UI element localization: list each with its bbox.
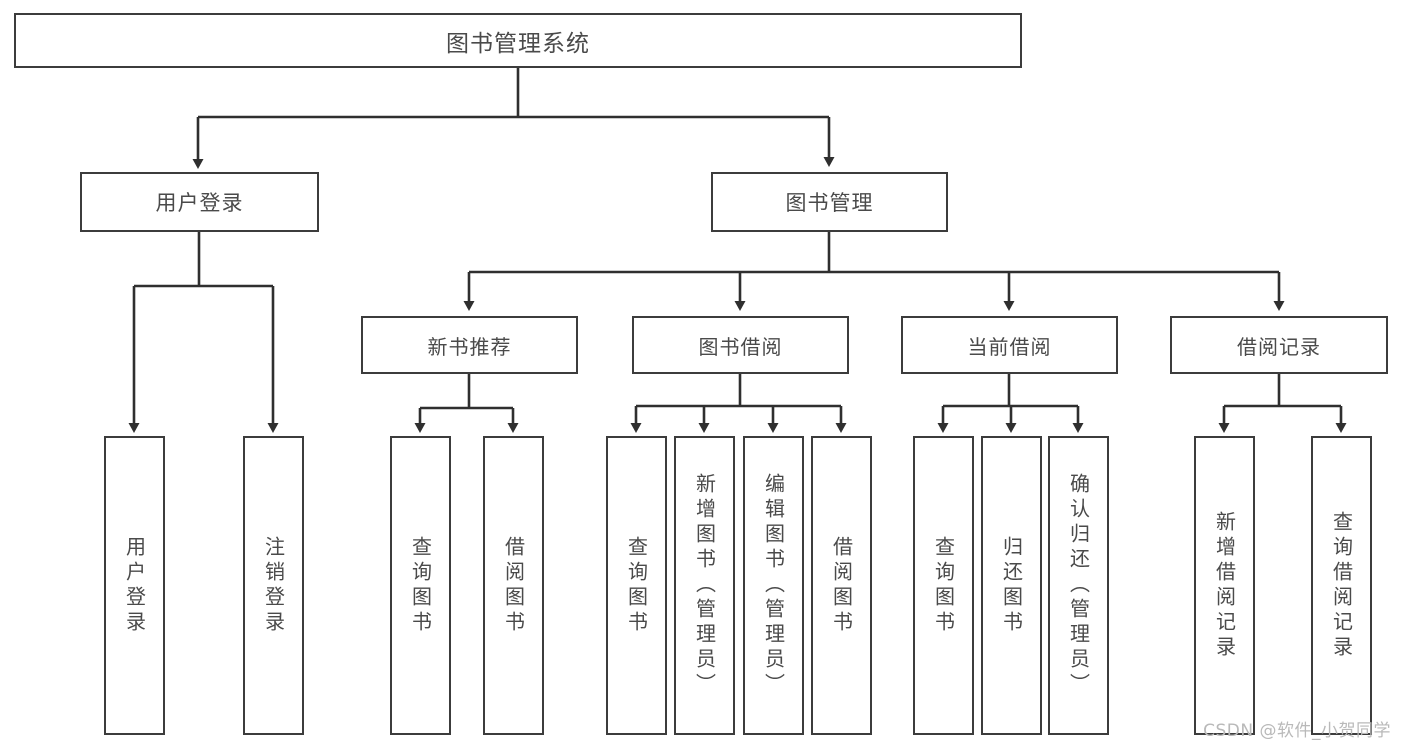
node-label: 归还图书 [999,535,1024,636]
node-label: 查询借阅记录 [1329,510,1354,661]
node-label: 借阅图书 [829,535,854,636]
leaf-record-add-record[interactable]: 新增借阅记录 [1194,436,1255,735]
node-label: 用户登录 [155,191,244,215]
node-current-borrow[interactable]: 当前借阅 [901,316,1118,374]
node-borrow-record[interactable]: 借阅记录 [1170,316,1388,374]
node-label: 查询图书 [931,535,956,636]
csdn-watermark: CSDN @软件_小贺同学 [1203,721,1391,741]
node-label: 新书推荐 [427,334,512,359]
leaf-borrow-edit-book-admin[interactable]: 编辑图书（管理员） [743,436,804,735]
leaf-recommend-query-book[interactable]: 查询图书 [390,436,451,735]
node-label: 图书管理 [785,191,874,215]
node-book-borrow[interactable]: 图书借阅 [632,316,849,374]
leaf-borrow-borrow-book[interactable]: 借阅图书 [811,436,872,735]
node-book-management[interactable]: 图书管理 [711,172,948,232]
node-label: 确认归还（管理员） [1066,473,1091,698]
node-label: 图书管理系统 [446,30,590,57]
node-label: 借阅记录 [1237,334,1321,359]
leaf-borrow-add-book-admin[interactable]: 新增图书（管理员） [674,436,735,735]
node-user-login[interactable]: 用户登录 [80,172,319,232]
node-label: 当前借阅 [967,334,1052,359]
node-label: 新增借阅记录 [1212,510,1237,661]
node-label: 注销登录 [261,535,286,636]
node-label: 查询图书 [624,535,649,636]
leaf-user-login-signout[interactable]: 注销登录 [243,436,304,735]
leaf-borrow-query-book[interactable]: 查询图书 [606,436,667,735]
node-label: 编辑图书（管理员） [761,473,786,698]
leaf-recommend-borrow-book[interactable]: 借阅图书 [483,436,544,735]
node-label: 借阅图书 [501,535,526,636]
node-label: 新增图书（管理员） [692,473,717,698]
leaf-current-query-book[interactable]: 查询图书 [913,436,974,735]
node-label: 用户登录 [122,535,147,636]
leaf-current-confirm-return-admin[interactable]: 确认归还（管理员） [1048,436,1109,735]
leaf-current-return-book[interactable]: 归还图书 [981,436,1042,735]
node-label: 查询图书 [408,535,433,636]
node-new-book-recommend[interactable]: 新书推荐 [361,316,578,374]
leaf-user-login-signin[interactable]: 用户登录 [104,436,165,735]
node-root-library-system[interactable]: 图书管理系统 [14,13,1022,68]
leaf-record-query-record[interactable]: 查询借阅记录 [1311,436,1372,735]
node-label: 图书借阅 [698,334,783,359]
